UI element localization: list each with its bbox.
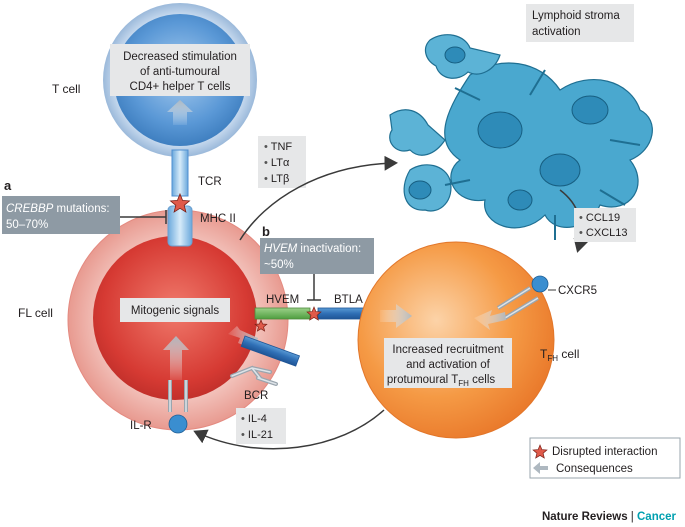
chemokine-ccl19: CCL19 bbox=[586, 212, 620, 224]
mitogenic-signals-box: Mitogenic signals bbox=[120, 298, 230, 322]
svg-text:• TNF: • TNF bbox=[264, 141, 292, 153]
t-cell-label: T cell bbox=[52, 82, 80, 96]
hvem-receptor bbox=[254, 307, 311, 320]
svg-text:CREBBP mutations:: CREBBP mutations: bbox=[6, 203, 110, 215]
fl-cell-label: FL cell bbox=[18, 306, 53, 320]
lymphoid-stroma-cells bbox=[389, 34, 653, 240]
chemokine-box: • CCL19 • CXCL13 bbox=[574, 208, 636, 242]
legend-arrow-icon bbox=[533, 462, 548, 474]
panel-b-gene: HVEM bbox=[264, 243, 298, 255]
t-cell-box-line-1: Decreased stimulation bbox=[123, 51, 237, 63]
footer-journal: Nature Reviews bbox=[542, 511, 628, 523]
stroma-label-box: Lymphoid stroma activation bbox=[526, 4, 634, 42]
chemokine-cxcl13: CXCL13 bbox=[586, 227, 628, 239]
svg-text:TFH cell: TFH cell bbox=[540, 347, 579, 363]
legend-star-icon bbox=[532, 444, 548, 459]
panel-b-frequency: ~50% bbox=[264, 259, 294, 271]
svg-text:• LTα: • LTα bbox=[264, 157, 290, 169]
cxcr5-label: CXCR5 bbox=[558, 285, 597, 297]
panel-b-box: HVEM inactivation: ~50% bbox=[260, 238, 374, 274]
svg-text:• IL-4: • IL-4 bbox=[241, 413, 267, 425]
cytokine-tnf: TNF bbox=[271, 141, 293, 153]
mhc-ii-label: MHC II bbox=[200, 213, 236, 225]
tfh-box-sub: FH bbox=[458, 379, 469, 388]
disrupted-interaction-star-fl bbox=[254, 319, 268, 332]
tfh-consequence-arrow-right bbox=[474, 310, 506, 330]
svg-text:• IL-21: • IL-21 bbox=[241, 429, 273, 441]
tfh-label-sub: FH bbox=[547, 354, 558, 363]
bcr-receptor bbox=[230, 335, 301, 386]
stroma-label-line-1: Lymphoid stroma bbox=[532, 10, 620, 22]
cytokine-box-top: • TNF • LTα • LTβ bbox=[258, 136, 306, 188]
tfh-box-line-2: and activation of bbox=[406, 359, 491, 371]
cytokine-ltb: LTβ bbox=[271, 173, 289, 185]
t-cell-consequence-arrow bbox=[167, 100, 193, 125]
t-cell-box-line-2: of anti-tumoural bbox=[140, 66, 220, 78]
panel-a-letter: a bbox=[4, 178, 12, 193]
legend-arrow-label: Consequences bbox=[556, 463, 633, 475]
panel-a-frequency: 50–70% bbox=[6, 219, 48, 231]
panel-a-gene: CREBBP bbox=[6, 203, 54, 215]
svg-text:• CXCL13: • CXCL13 bbox=[579, 227, 628, 239]
arrow-fl-to-stroma bbox=[239, 155, 398, 241]
svg-text:HVEM inactivation:: HVEM inactivation: bbox=[264, 243, 361, 255]
tfh-box-end: cells bbox=[469, 374, 495, 386]
tcr-label: TCR bbox=[198, 176, 222, 188]
panel-b-letter: b bbox=[262, 224, 270, 239]
arrow-tfh-to-ilr bbox=[193, 409, 385, 450]
t-cell-box-line-3: CD4+ helper T cells bbox=[130, 81, 231, 93]
bcr-label: BCR bbox=[244, 390, 268, 402]
legend: Disrupted interaction Consequences bbox=[529, 437, 681, 479]
cytokine-il4: IL-4 bbox=[248, 413, 267, 425]
svg-text:• CCL19: • CCL19 bbox=[579, 212, 620, 224]
footer-separator: | bbox=[628, 511, 637, 523]
tfh-consequence-box: Increased recruitment and activation of … bbox=[384, 338, 512, 388]
footer-section: Cancer bbox=[637, 511, 677, 523]
hvem-label: HVEM bbox=[266, 294, 299, 306]
mitogenic-signals-text: Mitogenic signals bbox=[131, 305, 219, 317]
fl-consequence-arrow-up bbox=[163, 336, 189, 380]
cytokine-il21: IL-21 bbox=[248, 429, 273, 441]
stroma-label-line-2: activation bbox=[532, 26, 581, 38]
legend-star-label: Disrupted interaction bbox=[552, 446, 657, 458]
panel-b-line1: inactivation: bbox=[297, 243, 361, 255]
disrupted-interaction-star-tcr bbox=[169, 192, 191, 213]
btla-label: BTLA bbox=[334, 294, 363, 306]
tfh-label-main: T bbox=[540, 347, 548, 361]
svg-text:• LTβ: • LTβ bbox=[264, 173, 289, 185]
mhc-ii-receptor bbox=[167, 205, 193, 247]
t-cell-consequence-box: Decreased stimulation of anti-tumoural C… bbox=[110, 44, 250, 96]
tfh-box-line-3: protumoural T bbox=[387, 374, 458, 386]
tfh-label-rest: cell bbox=[558, 347, 579, 361]
tcr-receptor bbox=[171, 149, 189, 197]
tfh-consequence-arrow-left bbox=[380, 304, 412, 328]
il-r-receptor bbox=[168, 380, 188, 434]
disrupted-interaction-star-hvem bbox=[306, 306, 322, 321]
footer-credit: Nature Reviews | Cancer bbox=[542, 511, 677, 523]
panel-a-box: CREBBP mutations: 50–70% bbox=[2, 196, 120, 234]
il-r-label: IL-R bbox=[130, 420, 152, 432]
cxcr5-receptor bbox=[496, 275, 549, 320]
cytokine-box-bottom: • IL-4 • IL-21 bbox=[236, 408, 286, 444]
panel-a-line1: mutations: bbox=[53, 203, 109, 215]
tfh-box-line-1: Increased recruitment bbox=[392, 344, 504, 356]
svg-text:protumoural TFH cells: protumoural TFH cells bbox=[387, 374, 496, 388]
cytokine-lta: LTα bbox=[271, 157, 290, 169]
